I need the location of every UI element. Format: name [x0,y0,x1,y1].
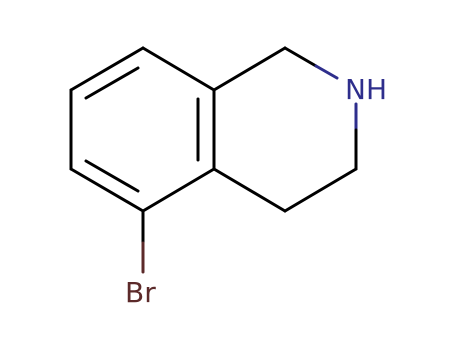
bond-c6-c5 [69,167,145,213]
nitrogen-label: NH [345,73,387,106]
bond-c8-c7 [69,46,145,92]
bond-c1-n2-black [283,46,318,68]
bond-c8a-c8 [141,46,216,92]
bond-c6-c5-inner [84,159,140,193]
bond-c1-n2-blue [314,64,339,80]
bond-c8a-c1 [212,46,287,92]
bond-c5-c4a [141,167,216,213]
bond-c4-c4a [212,167,287,213]
bond-c3-c4 [283,167,358,213]
bond-c7-c8-inner [84,66,140,100]
bromine-label: Br [125,276,156,309]
